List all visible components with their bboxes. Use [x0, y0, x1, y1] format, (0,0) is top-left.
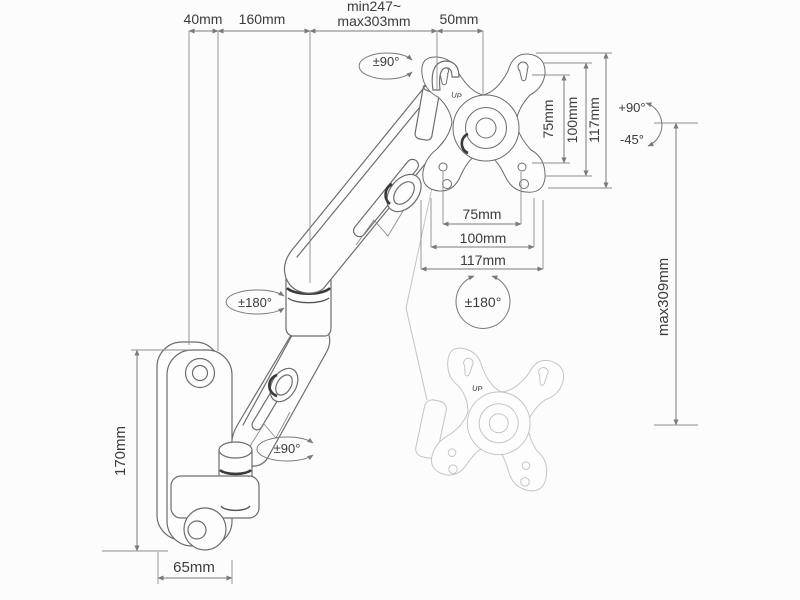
dim-vesa-h-117: 117mm — [460, 252, 506, 268]
angle-vesa-rotation: ±180° — [465, 294, 502, 310]
dim-max309mm: max309mm — [655, 258, 672, 336]
dim-50mm: 50mm — [440, 11, 479, 27]
plate-latch-mark — [460, 132, 469, 155]
angle-tilt-up: +90° — [618, 100, 645, 115]
dim-top-chain: 40mm 160mm min247~ max303mm 50mm — [184, 0, 484, 351]
cable-clip-upper — [386, 173, 422, 213]
ghost-motion-path — [405, 159, 439, 401]
angle-base-swivel: ±90° — [274, 441, 301, 456]
dim-vesa-v-100: 100mm — [564, 97, 580, 144]
cable-clip-lower — [269, 367, 299, 403]
dim-wall-plate: 170mm 65mm — [102, 349, 233, 584]
wall-screw-hole-top — [184, 357, 216, 389]
lower-arm — [231, 319, 331, 467]
wall-clamp — [170, 475, 260, 551]
angle-head-swivel: ±90° — [373, 54, 400, 69]
ghost-vesa-plate: UP — [415, 342, 567, 494]
up-marking: UP — [450, 90, 462, 101]
dim-vesa-h-100: 100mm — [460, 230, 507, 246]
dim-max-height: max309mm — [654, 122, 698, 426]
dim-vesa-v-75: 75mm — [540, 100, 556, 139]
dim-160mm: 160mm — [239, 11, 286, 27]
angle-elbow-rotation: ±180° — [238, 295, 272, 310]
up-marking-ghost: UP — [472, 383, 484, 393]
dim-vesa-v-117: 117mm — [586, 97, 602, 143]
dim-min247: min247~ — [347, 0, 401, 14]
dim-170mm: 170mm — [112, 426, 129, 476]
dim-max303mm: max303mm — [337, 13, 410, 29]
dim-40mm: 40mm — [184, 11, 223, 27]
angle-annotations: ±90° +90° -45° ±180° ±180° ±90° — [225, 52, 663, 462]
angle-tilt-down: -45° — [620, 132, 644, 147]
head-hook — [431, 60, 460, 91]
dim-65mm: 65mm — [173, 559, 215, 576]
mount-arm-drawing: UP UP — [156, 53, 567, 551]
dim-vesa-horizontal: 75mm 100mm 117mm — [420, 172, 544, 272]
upper-arm — [283, 88, 457, 294]
dim-vesa-h-75: 75mm — [463, 206, 502, 222]
dim-vesa-vertical: 75mm 100mm 117mm — [532, 52, 612, 189]
dimension-annotations: 40mm 160mm min247~ max303mm 50mm 75mm 10… — [102, 0, 698, 584]
